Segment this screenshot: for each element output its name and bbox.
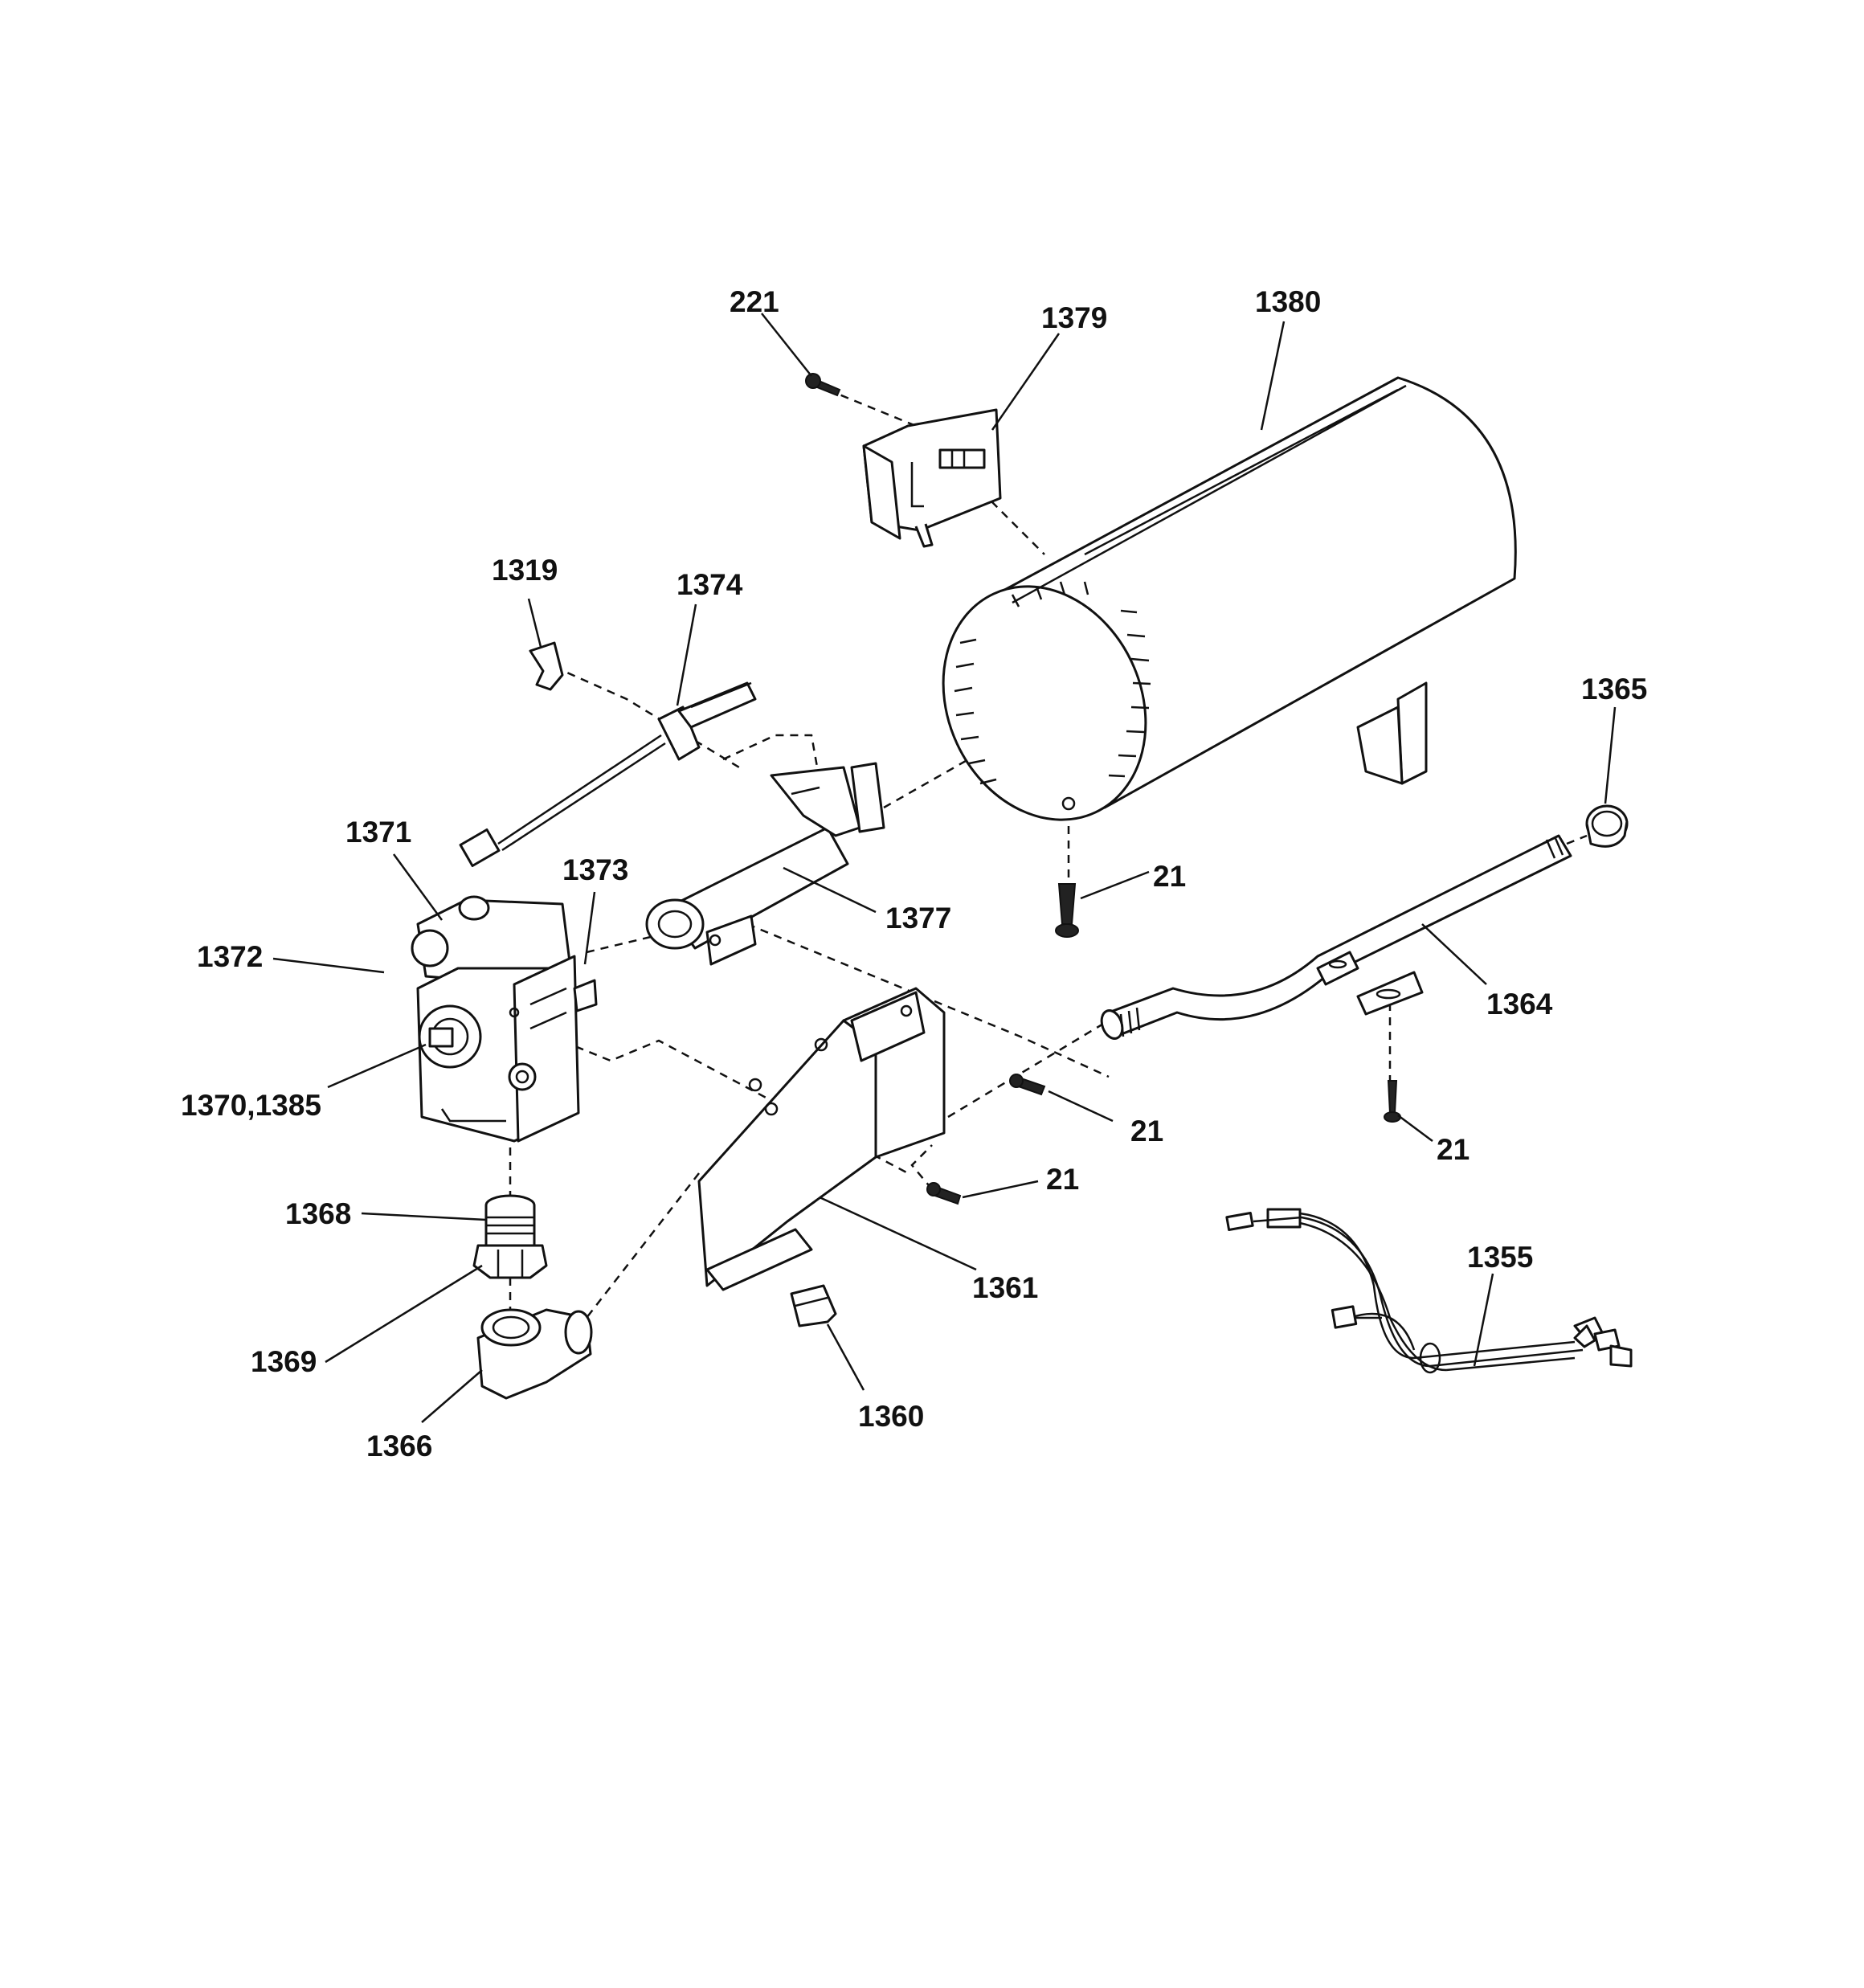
elbow-1366: [476, 1308, 593, 1400]
label-1372: 1372: [197, 940, 263, 973]
screw-21-shield: [926, 1182, 962, 1205]
label-21-bracket: 21: [1130, 1115, 1163, 1147]
burner-1377: [645, 762, 885, 966]
igniter-1374: [459, 681, 757, 867]
label-1355: 1355: [1467, 1241, 1533, 1274]
tube-end-hatching: [954, 581, 1151, 785]
label-1379: 1379: [1041, 301, 1107, 334]
leader-lines: [272, 313, 1617, 1423]
burner-tube-1380: [942, 376, 1517, 821]
cap-1365: [1585, 804, 1629, 848]
part-labels: 221 1379 1380 1319 1374 1365 1371 1373 1…: [181, 285, 1647, 1462]
label-1371: 1371: [345, 816, 411, 849]
screw-21-tube: [1055, 883, 1079, 938]
heat-shield-1361: [697, 987, 946, 1291]
label-1374: 1374: [677, 568, 743, 601]
label-221: 221: [730, 285, 779, 318]
label-21-shield: 21: [1046, 1163, 1079, 1196]
label-1373: 1373: [562, 853, 628, 886]
label-1364: 1364: [1486, 988, 1553, 1021]
screw-221: [805, 373, 841, 397]
clip-1319: [529, 641, 564, 691]
label-1366: 1366: [366, 1430, 432, 1462]
label-21-pipe: 21: [1437, 1133, 1470, 1166]
nut-1369: [472, 1244, 548, 1279]
wire-harness-1355: [1225, 1208, 1633, 1374]
fitting-1368: [484, 1194, 536, 1247]
manifold-pipe-1364: [1100, 834, 1572, 1040]
label-1319: 1319: [492, 554, 558, 587]
label-1380: 1380: [1255, 285, 1321, 318]
label-1368: 1368: [285, 1197, 351, 1230]
label-1369: 1369: [251, 1345, 317, 1378]
label-1370-1385: 1370,1385: [181, 1089, 321, 1122]
gas-valve-1370: [411, 895, 598, 1143]
label-1361: 1361: [972, 1271, 1038, 1304]
screw-21-bracket: [1009, 1074, 1046, 1096]
screw-21-pipe: [1384, 1080, 1401, 1123]
label-21-tube: 21: [1153, 860, 1186, 893]
clip-1360: [790, 1284, 837, 1327]
flame-sensor-1379: [862, 408, 1002, 548]
label-1365: 1365: [1581, 673, 1647, 706]
label-1377: 1377: [885, 902, 951, 935]
label-1360: 1360: [858, 1400, 924, 1433]
